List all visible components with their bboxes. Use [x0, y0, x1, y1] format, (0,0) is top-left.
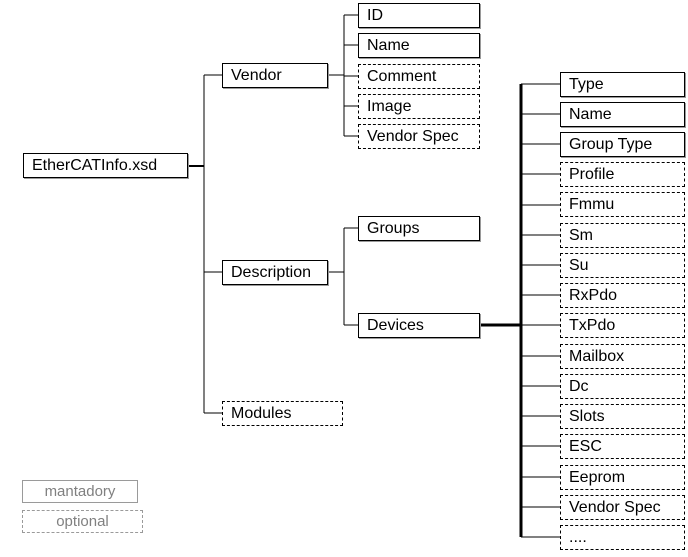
node-label: Modules: [231, 404, 292, 422]
node-comment[interactable]: Comment: [358, 64, 480, 89]
node-vendor-spec[interactable]: Vendor Spec: [560, 495, 685, 520]
node-label: Profile: [569, 165, 615, 183]
node-label: ESC: [569, 437, 602, 455]
node-label: TxPdo: [569, 316, 616, 334]
node-su[interactable]: Su: [560, 253, 685, 278]
node-description[interactable]: Description: [222, 260, 328, 285]
node-txpdo[interactable]: TxPdo: [560, 313, 685, 338]
node-label: Eeprom: [569, 468, 626, 486]
node-id[interactable]: ID: [358, 3, 480, 28]
node-label: Mailbox: [569, 347, 625, 365]
node-label: Name: [367, 36, 410, 54]
node-label: Slots: [569, 407, 605, 425]
node-group-type[interactable]: Group Type: [560, 132, 685, 157]
node-label: RxPdo: [569, 286, 618, 304]
node-label: Image: [367, 97, 412, 115]
node-label: Name: [569, 105, 612, 123]
node-sm[interactable]: Sm: [560, 223, 685, 248]
node-label: Su: [569, 256, 589, 274]
node-label: Vendor Spec: [569, 498, 661, 516]
node-vendor-spec[interactable]: Vendor Spec: [358, 124, 480, 149]
node-label: ID: [367, 6, 383, 24]
node-esc[interactable]: ESC: [560, 434, 685, 459]
node-rxpdo[interactable]: RxPdo: [560, 283, 685, 308]
node-label: Dc: [569, 377, 589, 395]
node-profile[interactable]: Profile: [560, 162, 685, 187]
node-groups[interactable]: Groups: [358, 216, 480, 241]
node-name[interactable]: Name: [358, 33, 480, 58]
node-mailbox[interactable]: Mailbox: [560, 344, 685, 369]
node-label: Devices: [367, 316, 424, 334]
legend-label: optional: [56, 513, 109, 530]
node-eeprom[interactable]: Eeprom: [560, 465, 685, 490]
node-image[interactable]: Image: [358, 94, 480, 119]
node-item[interactable]: ....: [560, 525, 685, 550]
node-label: Vendor: [231, 66, 282, 84]
node-label: Description: [231, 263, 312, 281]
node-label: EtherCATInfo.xsd: [32, 156, 158, 174]
node-dc[interactable]: Dc: [560, 374, 685, 399]
node-slots[interactable]: Slots: [560, 404, 685, 429]
node-devices[interactable]: Devices: [358, 313, 480, 338]
legend-optional: optional: [22, 510, 143, 533]
legend-label: mantadory: [44, 483, 116, 500]
node-vendor[interactable]: Vendor: [222, 63, 328, 88]
node-label: ....: [569, 528, 587, 546]
node-label: Fmmu: [569, 195, 615, 213]
node-label: Type: [569, 75, 604, 93]
node-root[interactable]: EtherCATInfo.xsd: [23, 153, 188, 178]
node-label: Group Type: [569, 135, 653, 153]
node-label: Groups: [367, 219, 420, 237]
node-label: Sm: [569, 226, 593, 244]
node-label: Vendor Spec: [367, 127, 459, 145]
node-modules[interactable]: Modules: [222, 401, 343, 426]
node-name[interactable]: Name: [560, 102, 685, 127]
node-label: Comment: [367, 67, 437, 85]
legend-mantadory: mantadory: [22, 480, 138, 503]
node-fmmu[interactable]: Fmmu: [560, 192, 685, 217]
node-type[interactable]: Type: [560, 72, 685, 97]
